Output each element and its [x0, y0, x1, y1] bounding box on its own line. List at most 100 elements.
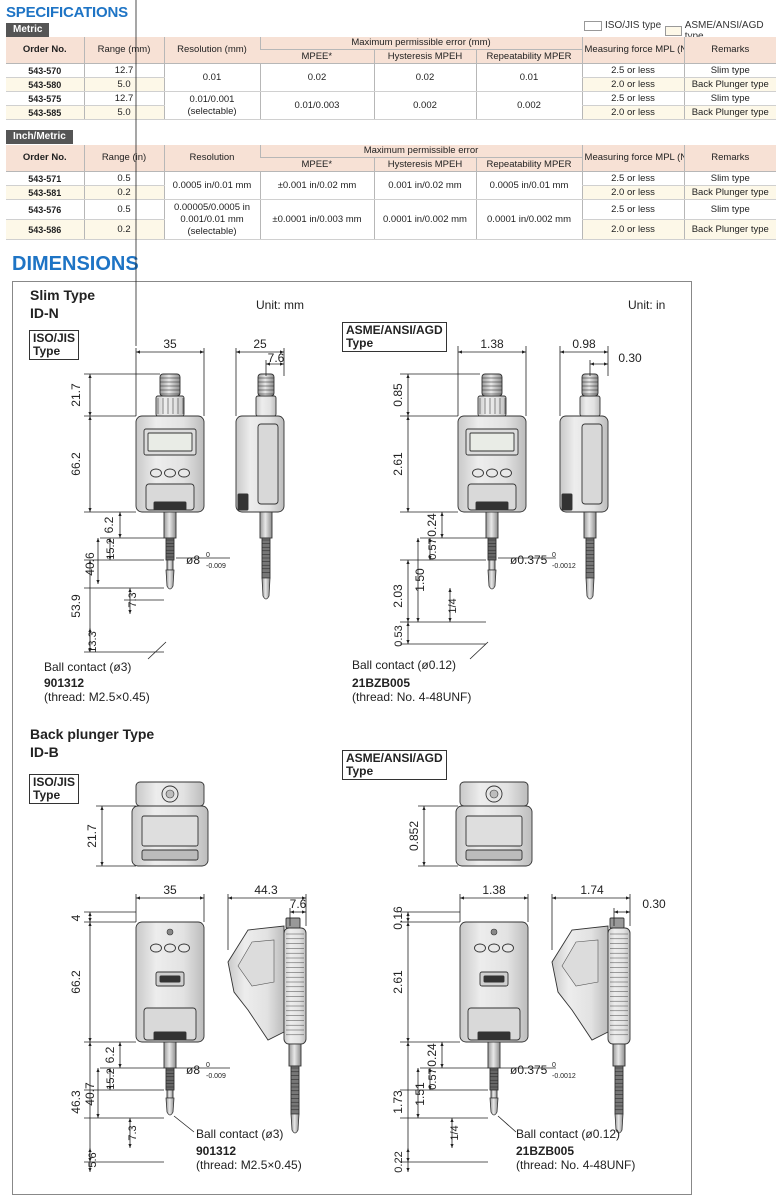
stem-side [288, 1043, 302, 1067]
ball-contact [165, 1097, 175, 1116]
side-rail [257, 423, 279, 505]
body-side [607, 927, 631, 1045]
table-cell-order: 543-580 [6, 77, 84, 92]
cap-knob [481, 373, 503, 397]
back-asme-type-box: ASME/ANSI/AGD Type [342, 750, 447, 780]
housing-face [561, 939, 599, 987]
body-side [283, 927, 307, 1045]
stem [487, 1041, 501, 1069]
stem [485, 511, 499, 539]
logo-plate [475, 501, 509, 511]
dimension-label: 7.3 [127, 592, 139, 607]
table-cell-hysteresis: 0.02 [373, 63, 476, 92]
table-cell-force: 2.0 or less [581, 219, 685, 240]
table-cell-repeatability: 0.002 [475, 91, 583, 120]
contact-neck [166, 1089, 174, 1099]
table-cell-order: 543-586 [6, 219, 84, 240]
contact-side [585, 577, 595, 600]
legend-iso-swatch [584, 20, 602, 31]
side-clip [561, 493, 573, 511]
dimension-label: 6.2 [102, 516, 116, 533]
table-cell-resolution: 0.00005/0.0005 in 0.001/0.01 mm (selecta… [163, 199, 260, 240]
dimension-label: 53.9 [69, 594, 83, 618]
dimension-label: 0.53 [393, 625, 405, 646]
button-icon [500, 468, 512, 478]
table-cell-resolution: 0.01/0.001 (selectable) [163, 91, 260, 120]
dimension-label: 1.73 [391, 1090, 405, 1114]
dimension-label: 66.2 [69, 970, 83, 994]
table-cell-order: 543-575 [6, 91, 84, 106]
inch-spec-table: Order No. Range (in) Resolution Maximum … [6, 145, 777, 240]
logo-plate [477, 1031, 511, 1041]
legend-asme-swatch [665, 26, 682, 36]
table-cell-repeatability: 0.0005 in/0.01 mm [475, 171, 583, 200]
dimension-label: 1/4 [449, 1125, 461, 1140]
legend-iso-label: ISO/JIS type [605, 20, 662, 31]
slim-type-model: ID-N [30, 305, 59, 321]
type-box-line: ASME/ANSI/AGD [346, 751, 443, 765]
table-cell-mpe-e: 0.01/0.003 [259, 91, 374, 120]
table-cell-resolution: 0.0005 in/0.01 mm [163, 171, 260, 200]
slim-iso-type-box: ISO/JIS Type [29, 330, 80, 360]
slim-asme-type-box: ASME/ANSI/AGD Type [342, 322, 447, 352]
table-cell-range: 5.0 [83, 77, 164, 92]
dimension-label: 5.6 [87, 1152, 99, 1167]
dimension-label: 1.38 [480, 337, 504, 351]
specifications-title: SPECIFICATIONS [6, 4, 128, 21]
plunger-tip-top [285, 917, 301, 929]
contact-neck [166, 559, 174, 571]
contact-code: 901312 [44, 676, 85, 690]
table-cell-remarks: Slim type [683, 63, 777, 78]
table-cell-order: 543-581 [6, 185, 84, 200]
dimension-label: 15.2 [105, 538, 117, 559]
ball-contact [165, 569, 175, 590]
knob-base-side [579, 395, 601, 417]
plunger-center [489, 789, 499, 799]
cap-knob-side [581, 373, 599, 397]
ball-contact [487, 569, 497, 590]
table-cell-remarks: Back Plunger type [683, 185, 777, 200]
table-cell-repeatability: 0.0001 in/0.002 mm [475, 199, 583, 240]
spindle-side [290, 1065, 300, 1115]
extension-line [469, 641, 489, 660]
table-cell-range: 0.2 [83, 185, 164, 200]
thread-label: (thread: No. 4-48UNF) [352, 690, 472, 704]
table-cell-mpe-e: ±0.001 in/0.02 mm [259, 171, 374, 200]
table-cell-force: 2.0 or less [581, 185, 685, 200]
contact-code: 21BZB005 [352, 676, 411, 690]
knob-base [477, 395, 507, 417]
table-cell-mpe-e: ±0.0001 in/0.003 mm [259, 199, 374, 240]
legend-asme-label: ASME/ANSI/AGD type [684, 20, 764, 42]
col-mpe-e: MPEE* [260, 157, 374, 172]
table-cell-resolution: 0.01 [163, 63, 260, 92]
dimension-label: 15.2 [105, 1068, 117, 1089]
extension-line [173, 1115, 195, 1133]
col-order: Order No. [6, 145, 84, 172]
spindle-thread [165, 537, 175, 561]
dimension-label: -0.0012 [552, 563, 576, 570]
table-cell-remarks: Back Plunger type [683, 219, 777, 240]
dimension-label: 0 [552, 1062, 556, 1069]
ball-contact [489, 1097, 499, 1116]
button-icon [474, 943, 486, 953]
button-icon [488, 943, 500, 953]
table-cell-force: 2.5 or less [581, 171, 685, 186]
button-icon [472, 468, 484, 478]
col-resolution: Resolution [163, 145, 260, 172]
dimension-label: 0.24 [425, 1043, 439, 1067]
col-hysteresis: Hysteresis MPEH [373, 157, 476, 172]
col-order: Order No. [6, 37, 84, 64]
dimension-label: 1.74 [580, 883, 604, 897]
dimension-label: -0.009 [206, 1073, 226, 1080]
dimension-label: 0.852 [407, 821, 421, 851]
contact-side [261, 577, 271, 600]
contact-code: 901312 [196, 1144, 237, 1158]
dimension-label: 35 [163, 337, 177, 351]
dimension-label: 44.3 [254, 883, 278, 897]
top-view-grip [465, 849, 523, 861]
table-cell-remarks: Slim type [683, 199, 777, 220]
dimension-label: 0 [552, 552, 556, 559]
cap-knob [159, 373, 181, 397]
dimension-label: 25 [253, 337, 267, 351]
dimension-label: 0 [206, 1062, 210, 1069]
